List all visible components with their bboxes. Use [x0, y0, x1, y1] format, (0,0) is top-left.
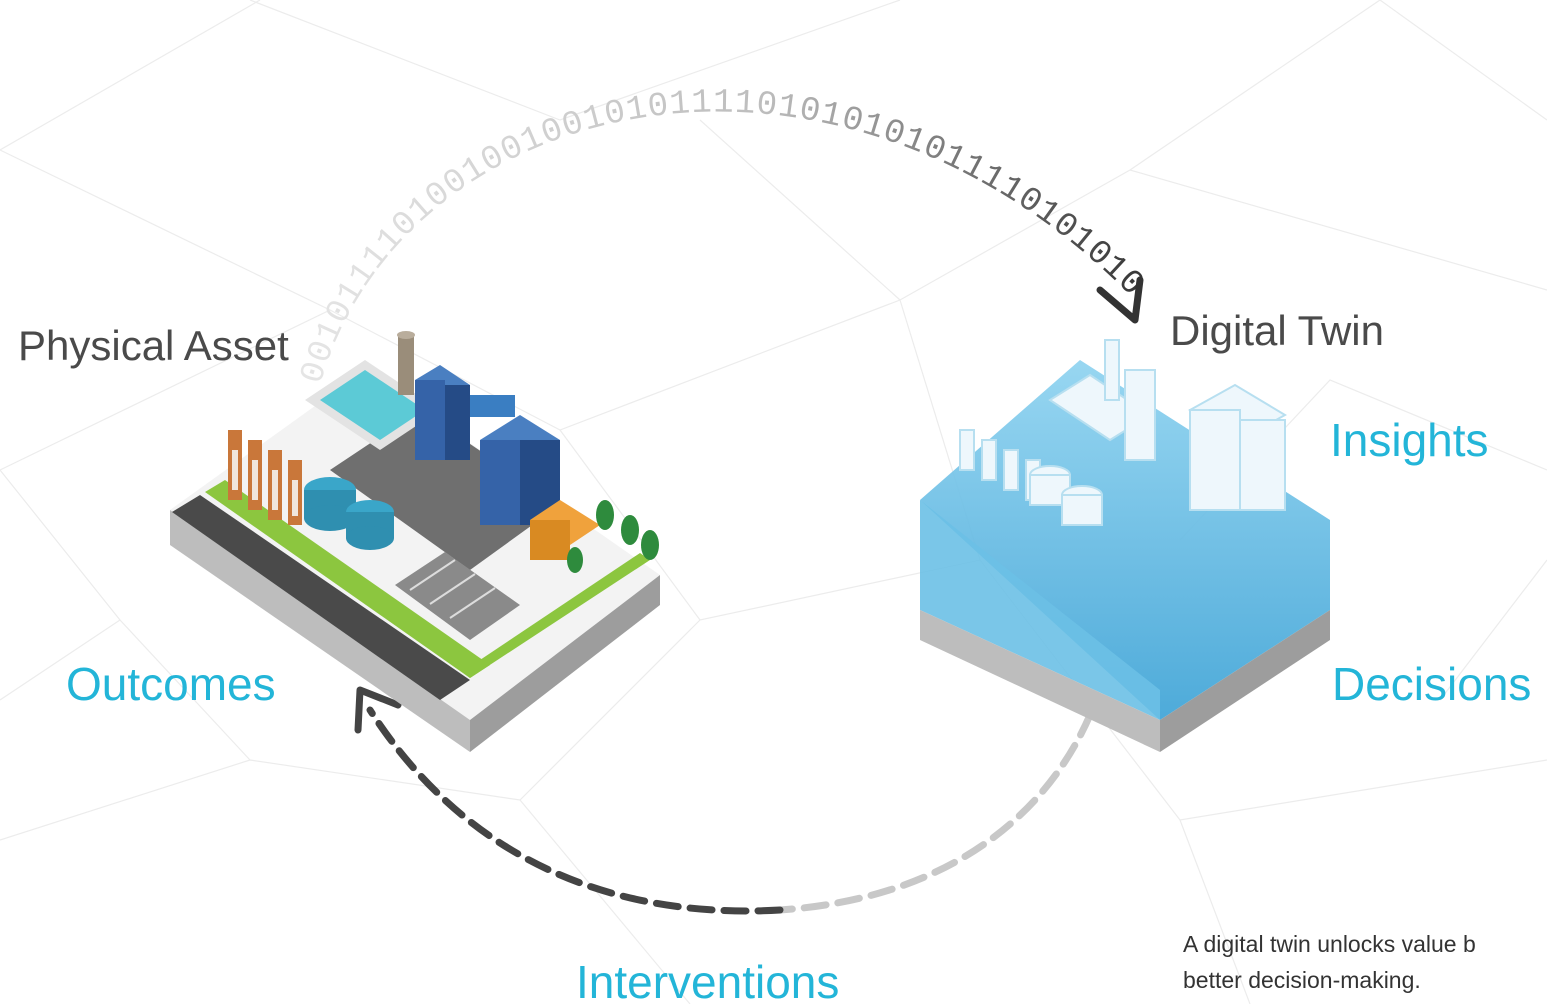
- digital-twin-illustration: [920, 339, 1330, 752]
- binary-stream-text: 0010111101001001001010111101010101011110…: [294, 84, 1151, 388]
- caption-line-1: A digital twin unlocks value b: [1183, 931, 1476, 957]
- physical-asset-illustration: [170, 331, 660, 752]
- outcomes-label: Outcomes: [66, 658, 276, 710]
- interventions-label: Interventions: [576, 956, 839, 1004]
- intervention-arrow-path-light: [776, 711, 1094, 914]
- binary-data-arrow: 0010111101001001001010111101010101011110…: [294, 84, 1151, 388]
- caption-line-2: better decision-making.: [1183, 967, 1421, 993]
- intervention-arrow: [354, 686, 1094, 915]
- decisions-label: Decisions: [1332, 658, 1531, 710]
- intervention-arrow-path-dark: [366, 706, 784, 915]
- physical-asset-label: Physical Asset: [18, 322, 289, 369]
- insights-label: Insights: [1330, 414, 1489, 466]
- top-arrow-head-icon: [1096, 276, 1144, 324]
- bottom-arrow-head-icon: [354, 686, 402, 734]
- digital-twin-label: Digital Twin: [1170, 307, 1384, 354]
